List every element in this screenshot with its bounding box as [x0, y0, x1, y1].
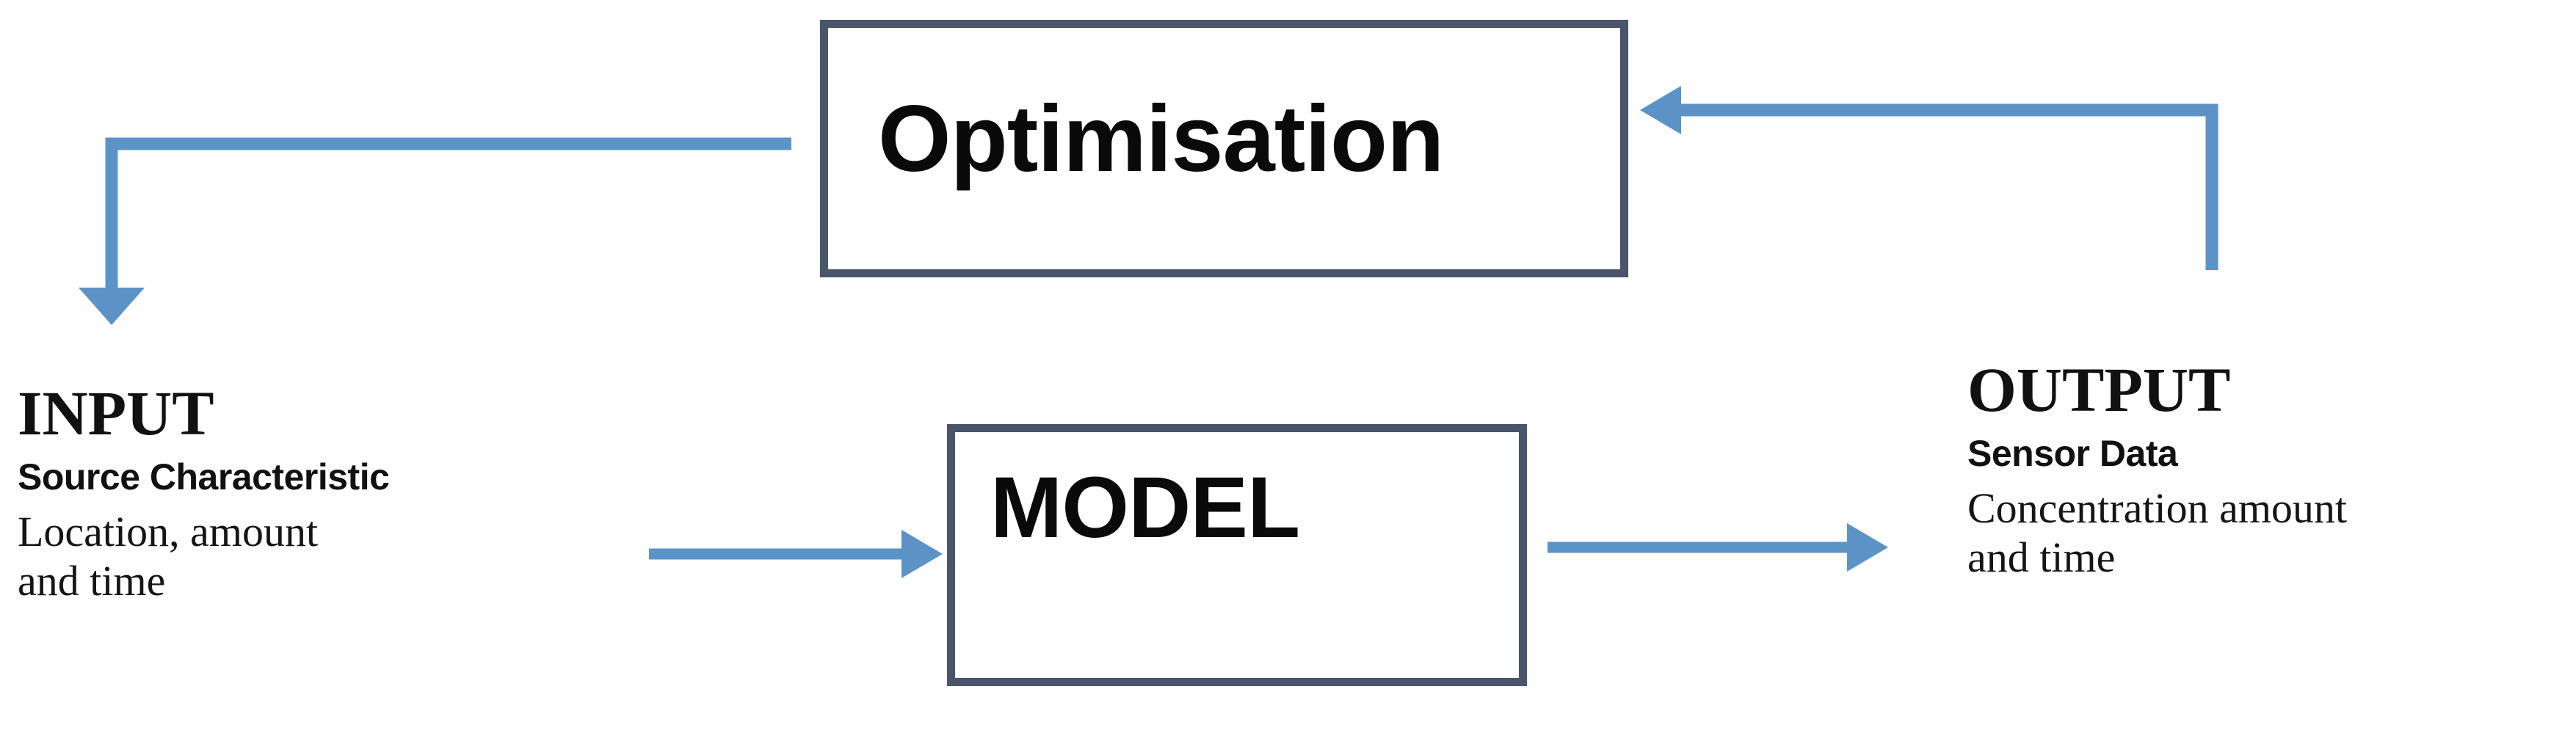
input-detail: Location, amount and time	[18, 508, 319, 605]
arrow-optimisation-to-input-head	[79, 288, 145, 325]
arrow-output-to-optimisation	[1640, 86, 2218, 270]
arrow-input-to-model	[649, 530, 943, 578]
output-heading: OUTPUT	[1967, 354, 2231, 425]
optimisation-box[interactable]: Optimisation	[820, 20, 1628, 277]
input-block: INPUT Source Characteristic Location, am…	[18, 378, 390, 606]
arrow-input-to-model-head	[901, 530, 943, 578]
arrow-output-to-optimisation-line	[1678, 103, 2218, 270]
input-subheading: Source Characteristic	[18, 456, 390, 497]
output-detail: Concentration amount and time	[1967, 484, 2348, 582]
arrow-model-to-output-head	[1847, 523, 1888, 572]
arrow-model-to-output	[1548, 523, 1888, 572]
output-block: OUTPUT Sensor Data Concentration amount …	[1967, 354, 2348, 583]
input-heading: INPUT	[18, 378, 214, 448]
model-box-label: MODEL	[990, 459, 1300, 556]
output-subheading: Sensor Data	[1967, 432, 2178, 474]
model-box[interactable]: MODEL	[947, 424, 1527, 686]
optimisation-box-label: Optimisation	[878, 87, 1444, 192]
arrow-optimisation-to-input	[79, 137, 791, 325]
arrow-output-to-optimisation-head	[1640, 86, 1681, 134]
arrow-optimisation-to-input-line	[105, 137, 791, 297]
